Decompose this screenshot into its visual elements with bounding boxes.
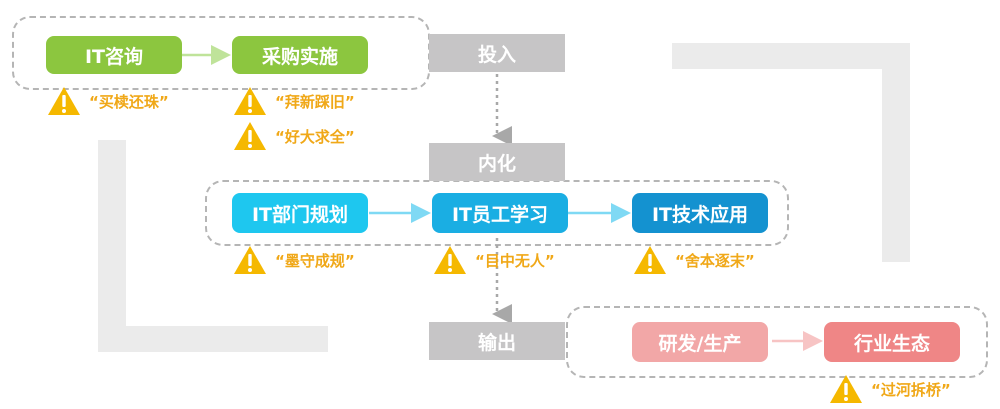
warning-w7: “过河拆桥”	[829, 374, 951, 404]
warning-w2: “拜新踩旧”	[233, 86, 355, 116]
warning-text: “过河拆桥”	[871, 380, 951, 399]
warning-icon	[830, 375, 862, 403]
warning-icon	[434, 246, 466, 274]
decor-bottom-bar	[98, 326, 328, 352]
stage-input: 投入	[429, 34, 565, 72]
node-it-consult: IT咨询	[46, 36, 182, 74]
warning-icon	[234, 122, 266, 150]
warning-icon	[634, 246, 666, 274]
node-procurement: 采购实施	[232, 36, 368, 74]
warning-w4: “墨守成规”	[233, 245, 355, 275]
decor-top-bar	[672, 43, 910, 69]
node-rnd-production: 研发/生产	[632, 322, 768, 362]
warning-text: “买椟还珠”	[89, 92, 169, 111]
warning-icon	[48, 87, 80, 115]
warning-text: “舍本逐末”	[675, 251, 755, 270]
warning-icon	[234, 87, 266, 115]
warning-w6: “舍本逐末”	[633, 245, 755, 275]
warning-text: “目中无人”	[475, 251, 555, 270]
warning-text: “墨守成规”	[275, 251, 355, 270]
node-it-tech-apply: IT技术应用	[632, 193, 768, 233]
decor-right-bar	[882, 43, 910, 262]
warning-text: “好大求全”	[275, 127, 355, 146]
warning-w1: “买椟还珠”	[47, 86, 169, 116]
warning-icon	[234, 246, 266, 274]
stage-output: 输出	[429, 322, 565, 360]
node-industry-ecology: 行业生态	[824, 322, 960, 362]
warning-w5: “目中无人”	[433, 245, 555, 275]
warning-w3: “好大求全”	[233, 121, 355, 151]
stage-internalize: 内化	[429, 143, 565, 181]
node-it-staff-learn: IT员工学习	[432, 193, 568, 233]
group-bottom-outline	[566, 306, 988, 378]
decor-left-bar	[98, 140, 126, 352]
warning-text: “拜新踩旧”	[275, 92, 355, 111]
node-it-dept-plan: IT部门规划	[232, 193, 368, 233]
